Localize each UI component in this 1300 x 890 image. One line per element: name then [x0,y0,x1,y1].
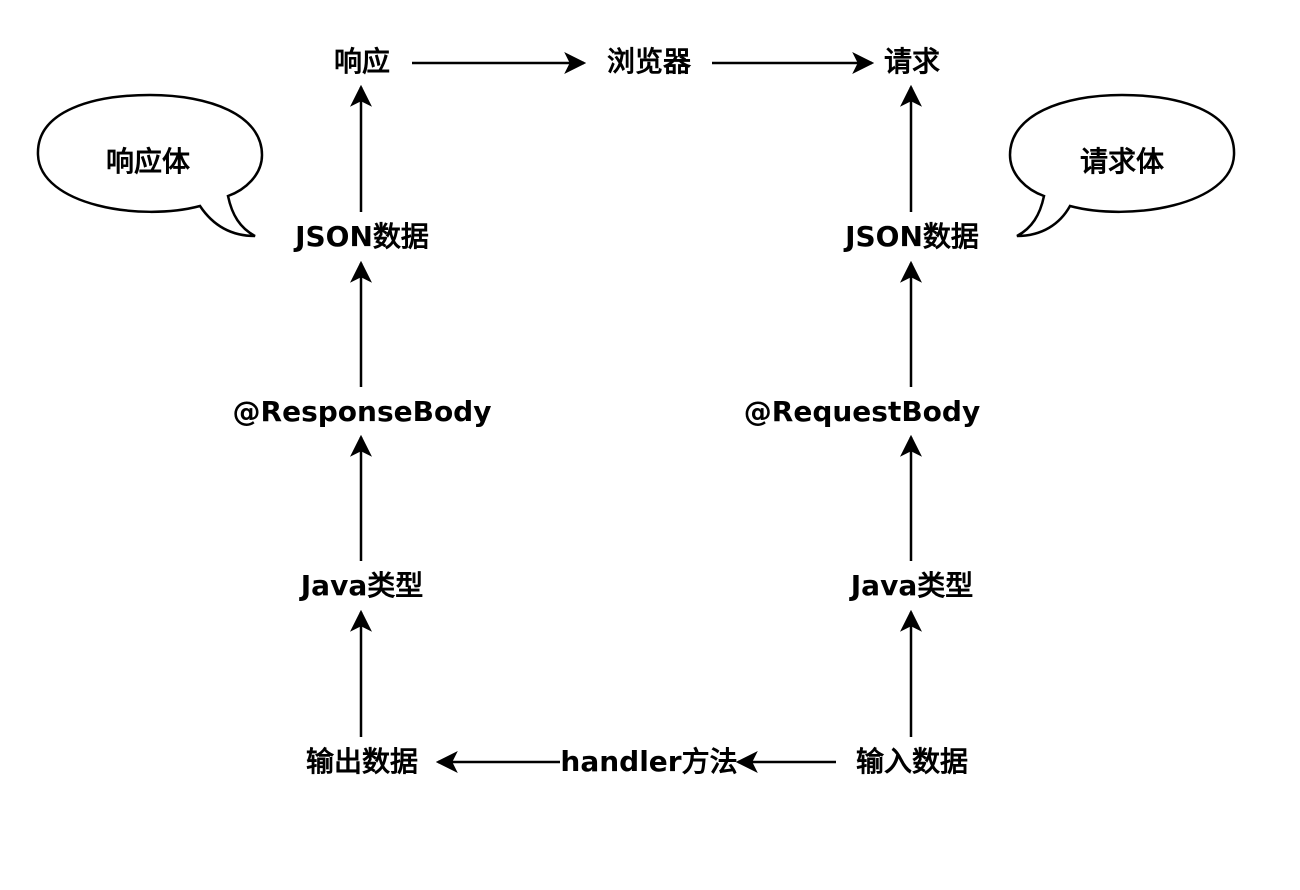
edges [350,52,922,773]
callout-request-body: 请求体 [1008,93,1236,238]
callout-request-body-text: 请求体 [1080,145,1165,178]
node-handler-method: handler方法 [560,745,737,778]
node-json-left: JSON数据 [293,220,429,253]
node-request-body-annotation: @RequestBody [744,395,980,428]
node-response-body-annotation: @ResponseBody [233,395,492,428]
node-response: 响应 [334,45,390,78]
node-output-data: 输出数据 [306,745,418,778]
node-java-type-left: Java类型 [299,569,423,602]
node-input-data: 输入数据 [856,745,968,778]
callout-response-body-text: 响应体 [106,145,191,178]
callout-response-body: 响应体 [36,93,264,238]
node-browser: 浏览器 [607,45,692,78]
node-json-right: JSON数据 [843,220,979,253]
nodes: 响应 浏览器 请求 JSON数据 JSON数据 @ResponseBody @R… [233,45,981,778]
callout-response-body-shape [36,93,264,238]
node-request: 请求 [884,45,940,78]
callout-request-body-shape [1008,93,1236,238]
node-java-type-right: Java类型 [849,569,973,602]
